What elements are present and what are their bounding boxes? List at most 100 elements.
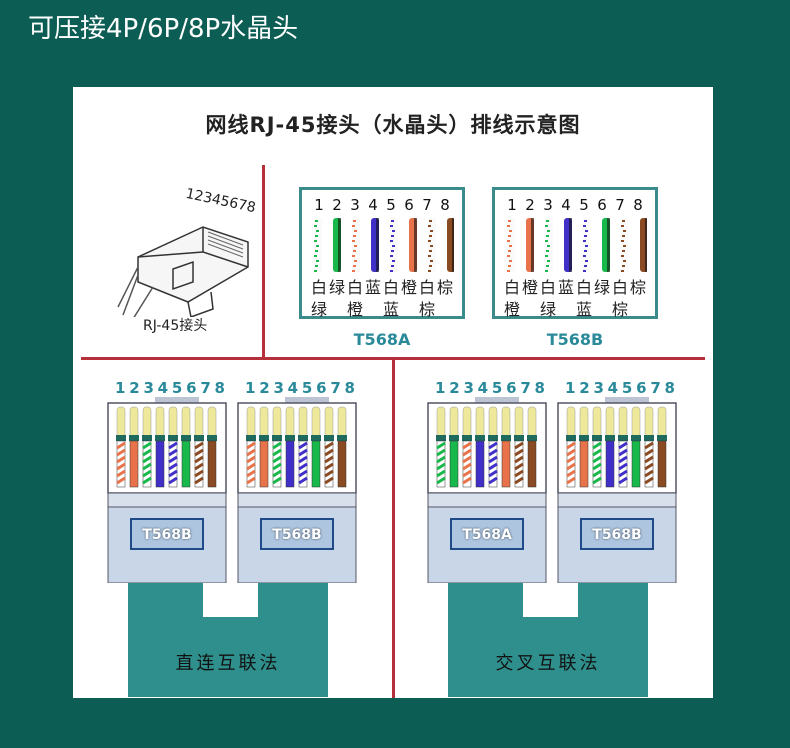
wire-blue [475,440,485,488]
wire-speckle [392,230,395,232]
color-label: 白 [611,278,628,297]
wire-speckle [583,240,586,242]
wire-speckle [584,235,587,237]
wire-speckle [621,270,624,272]
wire-speckle [546,265,549,267]
pin-number: 8 [534,379,545,397]
diagram-title: 网线RJ-45接头（水晶头）排线示意图 [205,113,581,137]
wire-brown [527,440,537,488]
color-labels-row: 白橙白蓝白绿白棕 [503,274,647,298]
wire-stripe [194,469,204,478]
pin-number: 8 [214,379,225,397]
wire-speckle [585,230,588,232]
pin-number: 6 [506,379,517,397]
wire-speckle [621,240,624,242]
pin-number: 6 [316,379,327,397]
pin-contact [579,406,589,438]
wire-stripe [168,462,178,471]
wire-stripe [298,448,308,457]
wire-shadow [452,218,454,272]
wire-stripe [436,455,446,464]
wire-stripe [514,469,524,478]
pin-band [116,435,126,441]
wire-speckle [545,225,548,227]
pin-number: 5 [386,196,396,214]
pin-contact [488,406,498,438]
pin-number: 4 [477,379,489,397]
pin-contact [116,406,126,438]
pin-contact [618,406,628,438]
pin-contact [324,406,334,438]
wire-blue [605,440,615,488]
pin-band [527,435,537,441]
plug-collar [237,492,357,508]
wire-speckle [315,265,318,267]
page-title: 可压接4P/6P/8P水晶头 [28,14,299,44]
wire-stripe [194,455,204,464]
wire-speckle [390,240,393,242]
wire-blue [155,440,165,488]
wire-stripe [436,469,446,478]
wire-stripe [246,469,256,478]
cable-body [128,577,328,697]
pin-number: 2 [259,379,270,397]
wire-green [311,440,321,488]
wire-speckle [585,260,588,262]
wire-speckle [547,245,550,247]
pin-number: 5 [301,379,313,397]
wire-brown [337,440,347,488]
pin-contact [436,406,446,438]
plug-housing [557,402,677,494]
pin-number: 3 [273,379,284,397]
pin-band [311,435,321,441]
pin-band [618,435,628,441]
wire-stripe [592,448,602,457]
wire-stripe [272,476,282,485]
standard-tag-label: T568B [592,527,642,543]
pin-number: 7 [615,196,625,214]
wire-speckle [429,235,432,237]
wire-brown [207,440,217,488]
wire-speckle [509,245,512,247]
color-label: 白 [418,278,435,297]
wire-speckle [430,260,433,262]
wire-speckle [353,235,356,237]
wire-stripe [488,476,498,485]
wire-stripe [116,448,126,457]
wire-stripe [618,469,628,478]
pin-band [488,435,498,441]
wire-stripe [644,448,654,457]
color-label: 绿 [539,300,556,319]
pin-contact [592,406,602,438]
wire-stripe [566,441,576,450]
pin-number: 2 [525,196,535,214]
pin-contact [644,406,654,438]
wire-shadow [414,218,417,272]
pin-number: 6 [636,379,647,397]
wire-stripe [462,469,472,478]
wire-speckle [507,255,510,257]
pin-number: 3 [350,196,360,214]
pin-number: 6 [404,196,414,214]
color-label [328,296,346,320]
wire-stripe [324,441,334,450]
color-label [629,296,647,320]
pin-band [631,435,641,441]
wire-stripe [168,448,178,457]
wire-speckle [584,250,587,252]
wire-speckle [584,265,587,267]
wire-speckle [314,255,317,257]
wire-stripe [246,476,256,485]
color-label [593,296,611,320]
pin-band [592,435,602,441]
wire-stripe [324,462,334,471]
pin-band [605,435,615,441]
wire-speckle [354,260,357,262]
wire-speckle [354,230,357,232]
color-label: 蓝 [557,278,574,297]
pin-window [475,397,519,403]
wire-speckle [428,255,431,257]
wire-speckle [585,245,588,247]
